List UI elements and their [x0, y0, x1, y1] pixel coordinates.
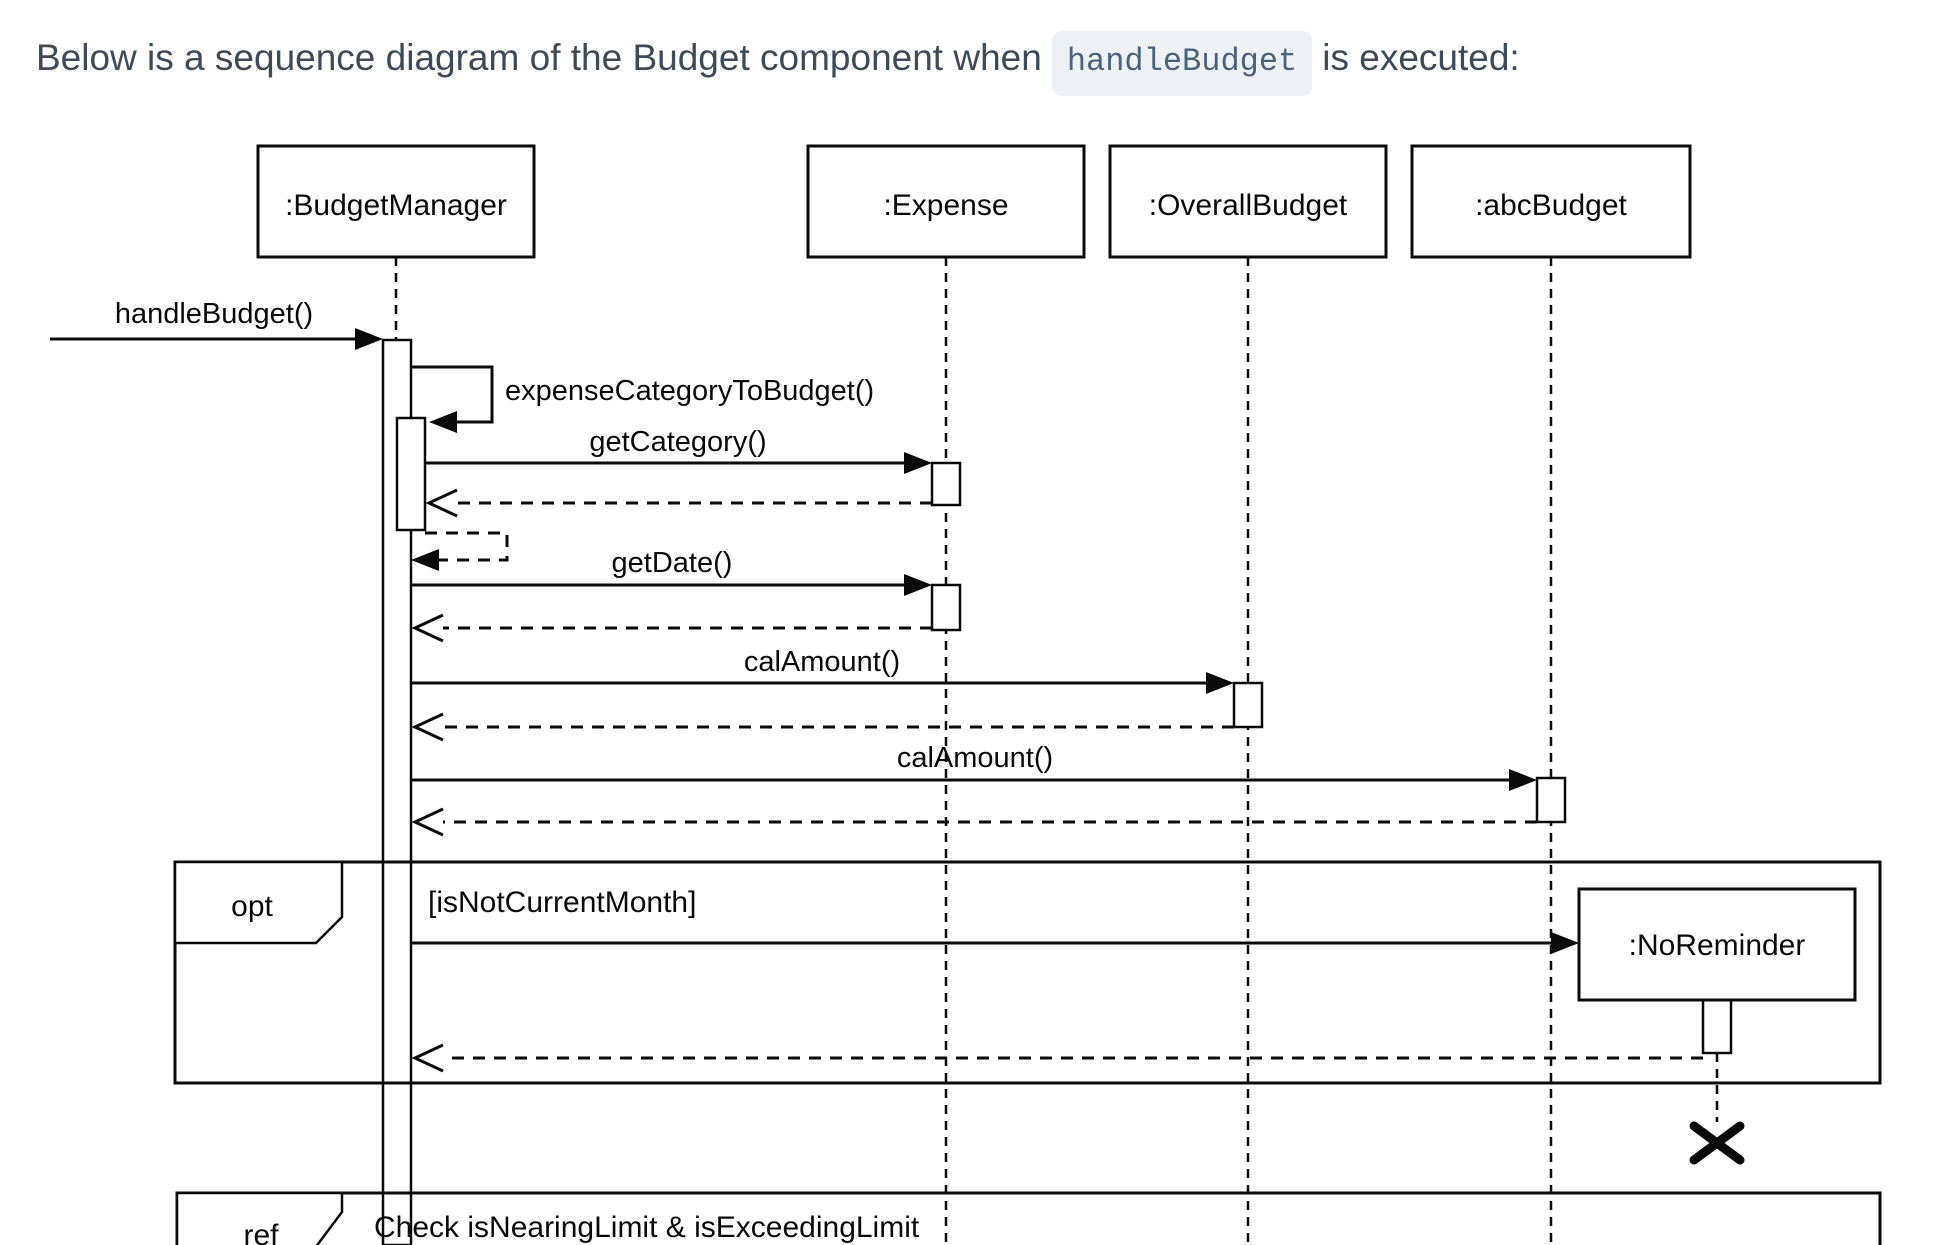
title-suffix: is executed:: [1322, 37, 1520, 78]
message-create-no-reminder: [411, 932, 1703, 1073]
head-budget-manager: [256, 144, 536, 259]
self-return-line: [425, 531, 509, 562]
head-expense-label: :Expense: [883, 189, 1008, 222]
no-reminder-label: :NoReminder: [1629, 929, 1806, 962]
title-prefix: Below is a sequence diagram of the Budge…: [36, 37, 1042, 78]
message-expense-category-to-budget: expenseCategoryToBudget(): [411, 365, 874, 571]
get-date-return-arrowhead-icon: [411, 613, 444, 643]
ref-frame: [175, 1191, 1882, 1245]
head-budget-manager-label: :BudgetManager: [285, 189, 507, 222]
message-cal-amount-overall: calAmount(): [411, 646, 1234, 742]
cal-amount-overall-return-arrowhead-icon: [411, 712, 444, 742]
message-handle-budget: handleBudget(): [50, 298, 383, 350]
head-abc-budget-label: :abcBudget: [1475, 189, 1627, 222]
opt-frame: [173, 860, 1882, 1085]
activation-expense-getdate: [930, 583, 962, 632]
head-overall-budget-label: :OverallBudget: [1149, 189, 1348, 222]
activation-bars: [381, 338, 1733, 1245]
ref-description-label: Check isNearingLimit & isExceedingLimit: [374, 1211, 920, 1244]
page-title: Below is a sequence diagram of the Budge…: [36, 30, 1926, 96]
activation-expense-getcategory: [930, 461, 962, 507]
get-category-label: getCategory(): [589, 426, 766, 458]
ref-label-pentagon: [175, 1191, 344, 1245]
cal-amount-overall-arrowhead-icon: [1206, 672, 1234, 694]
lifeline-heads: :BudgetManager :Expense :OverallBudget :…: [256, 144, 1692, 259]
self-return-arrowhead-icon: [411, 549, 439, 571]
cal-amount-abc-arrowhead-icon: [1509, 769, 1537, 791]
handle-budget-label: handleBudget(): [115, 298, 313, 330]
message-cal-amount-abc: calAmount(): [411, 742, 1537, 837]
expense-category-to-budget-label: expenseCategoryToBudget(): [505, 375, 874, 407]
head-abc-budget: [1410, 144, 1692, 259]
no-reminder-box: [1577, 887, 1857, 1002]
no-reminder-object: :NoReminder: [1577, 887, 1857, 1002]
activation-no-reminder: [1701, 998, 1733, 1055]
ref-operator-label: ref: [243, 1219, 279, 1245]
opt-label-pentagon: [173, 860, 344, 945]
get-category-return-arrowhead-icon: [425, 488, 458, 518]
cal-amount-overall-label: calAmount(): [744, 646, 900, 678]
get-category-arrowhead-icon: [904, 452, 932, 474]
opt-fragment: opt [isNotCurrentMonth]: [173, 860, 1882, 1085]
self-call-line: [411, 365, 494, 424]
cal-amount-abc-return-arrowhead-icon: [411, 807, 444, 837]
activation-abc-budget: [1535, 776, 1567, 824]
head-expense: [806, 144, 1086, 259]
destroy-x-stroke-2: [1689, 1121, 1745, 1165]
title-code-chip: handleBudget: [1051, 31, 1313, 96]
create-no-reminder-arrowhead-icon: [1551, 932, 1579, 954]
self-call-arrowhead-icon: [429, 411, 457, 433]
head-overall-budget: [1108, 144, 1388, 259]
activation-overall-budget: [1232, 681, 1264, 729]
handle-budget-arrowhead-icon: [355, 328, 383, 350]
message-get-category: getCategory(): [425, 426, 932, 518]
get-date-arrowhead-icon: [904, 574, 932, 596]
ref-fragment: ref Check isNearingLimit & isExceedingLi…: [175, 1191, 1882, 1245]
no-reminder-destroy-icon: [1689, 1121, 1745, 1165]
opt-operator-label: opt: [231, 890, 273, 923]
activation-budget-manager-nested: [395, 416, 427, 532]
no-reminder-return-arrowhead-icon: [411, 1043, 444, 1073]
message-get-date: getDate(): [411, 547, 932, 643]
get-date-label: getDate(): [612, 547, 733, 579]
cal-amount-abc-label: calAmount(): [897, 742, 1053, 774]
opt-guard-label: [isNotCurrentMonth]: [428, 886, 696, 919]
